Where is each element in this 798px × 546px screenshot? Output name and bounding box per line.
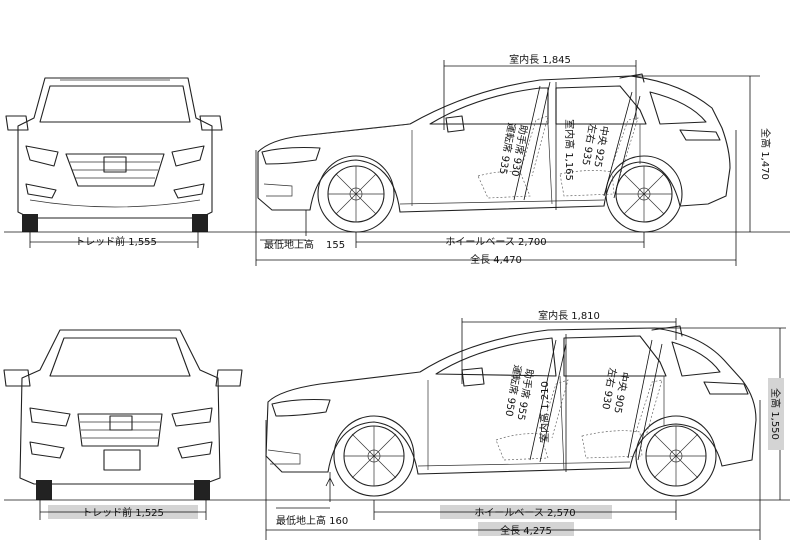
top-overall-length-dimension: 全長 4,470 <box>255 130 737 266</box>
bottom-ground-clearance-dimension: 最低地上高 160 <box>276 472 348 527</box>
top-ground-clearance-label: 最低地上高 <box>264 238 314 251</box>
top-front-seat-dimensions: 運転席 935 助手席 930 <box>497 81 551 201</box>
top-ground-clearance-value: 155 <box>326 240 345 251</box>
bottom-front-seat-dimensions: 運転席 950 助手席 955 <box>503 339 567 463</box>
top-interior-length-dimension: 室内長 1,845 <box>443 53 637 130</box>
top-wheelbase-label: ホイールベース 2,700 <box>445 236 546 248</box>
bottom-front-view <box>3 329 243 500</box>
bottom-overall-length-dimension: 全長 4,275 <box>265 400 761 540</box>
top-front-view <box>5 77 223 232</box>
bottom-interior-height-label: 室内高 1,210 <box>538 381 551 443</box>
bottom-wheelbase-dimension: ホイールベース 2,570 <box>373 500 677 520</box>
top-ground-clearance-dimension: 最低地上高 155 <box>260 210 345 251</box>
top-wheelbase-dimension: ホイールベース 2,700 <box>355 232 645 248</box>
top-side-view <box>257 73 731 233</box>
bottom-overall-height-label: 全高 1,550 <box>769 388 782 440</box>
top-overall-length-label: 全長 4,470 <box>470 253 522 266</box>
bottom-tread-dimension: トレッド前 1,525 <box>39 500 207 520</box>
top-interior-height-dimension: 室内高 1,165 <box>555 82 576 210</box>
bottom-tread-label: トレッド前 1,525 <box>82 506 164 519</box>
bottom-overall-length-label: 全長 4,275 <box>500 524 552 537</box>
top-overall-height-dimension: 全高 1,470 <box>630 75 772 232</box>
top-interior-height-label: 室内高 1,165 <box>563 119 576 181</box>
bottom-interior-length-label: 室内長 1,810 <box>538 309 600 322</box>
bottom-rear-seat-dimensions: 左右 930 中央 905 <box>599 339 663 461</box>
top-rear-seat-dimensions: 左右 935 中央 925 <box>579 91 641 199</box>
bottom-overall-height-dimension: 全高 1,550 <box>654 327 786 500</box>
bottom-ground-clearance-label: 最低地上高 160 <box>276 514 348 527</box>
top-interior-length-label: 室内長 1,845 <box>509 53 571 66</box>
top-tread-dimension: トレッド前 1,555 <box>29 232 199 248</box>
bottom-interior-length-dimension: 室内長 1,810 <box>461 309 677 384</box>
top-overall-height-label: 全高 1,470 <box>759 128 772 180</box>
bottom-wheelbase-label: ホイールベース 2,570 <box>474 507 575 519</box>
top-tread-label: トレッド前 1,555 <box>75 235 157 248</box>
bottom-side-view <box>265 325 757 497</box>
